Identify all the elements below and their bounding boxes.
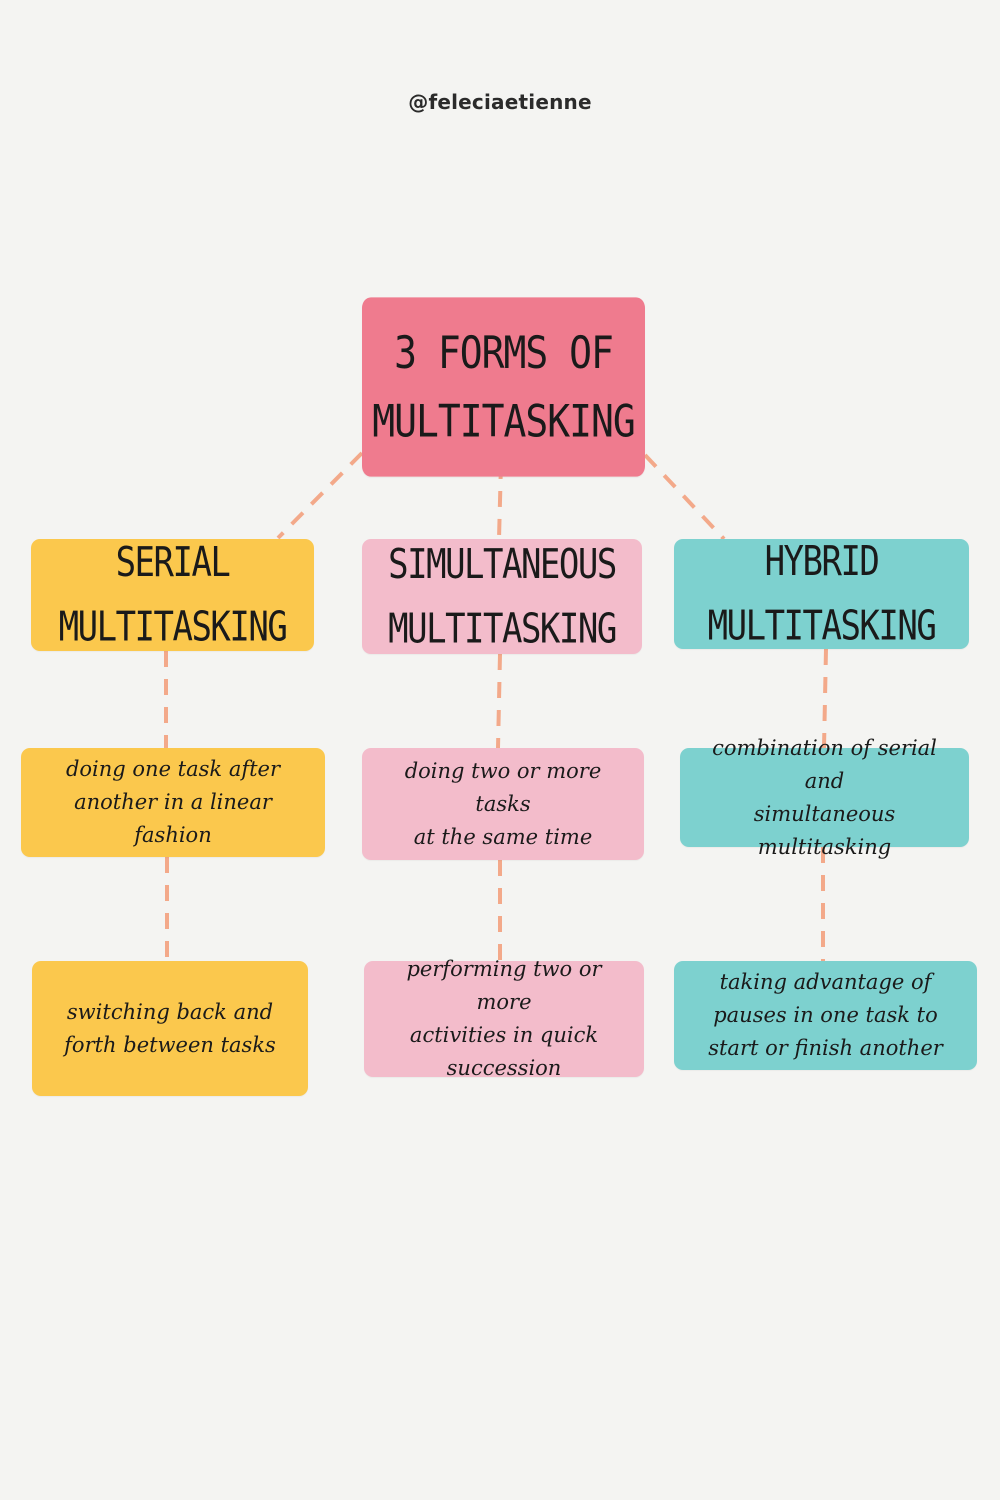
title-text: 3 FORMS OF MULTITASKING (372, 326, 636, 448)
hybrid-heading-text: HYBRID MULTITASKING (707, 537, 937, 651)
hybrid-heading-box: HYBRID MULTITASKING (674, 538, 969, 650)
connector-title-hybrid (643, 453, 726, 541)
serial-heading-box: SERIAL MULTITASKING (31, 539, 314, 651)
serial-item-2-text: switching back and forth between tasks (64, 999, 276, 1057)
serial-item-1-box: doing one task after another in a linear… (21, 748, 325, 857)
simultaneous-item-1-box: doing two or more tasks at the same time (362, 748, 644, 860)
connector-title-serial (276, 451, 364, 540)
author-handle: @feleciaetienne (408, 90, 592, 114)
hybrid-item-2-box: taking advantage of pauses in one task t… (674, 961, 977, 1070)
simultaneous-item-2-text: performing two or more activities in qui… (406, 957, 602, 1080)
title-box: 3 FORMS OF MULTITASKING (362, 297, 645, 477)
hybrid-item-2-text: taking advantage of pauses in one task t… (708, 970, 943, 1060)
simultaneous-heading-box: SIMULTANEOUS MULTITASKING (362, 539, 642, 654)
simultaneous-item-1-text: doing two or more tasks at the same time (404, 758, 602, 849)
serial-heading-text: SERIAL MULTITASKING (58, 538, 288, 652)
hybrid-item-1-box: combination of serial and simultaneous m… (680, 736, 969, 859)
hybrid-item-1-text: combination of serial and simultaneous m… (712, 735, 937, 859)
simultaneous-item-2-box: performing two or more activities in qui… (364, 957, 644, 1080)
connector-simultaneous-item1 (496, 653, 502, 749)
simultaneous-heading-text: SIMULTANEOUS MULTITASKING (388, 540, 617, 653)
serial-item-1-text: doing one task after another in a linear… (65, 757, 281, 847)
serial-item-2-box: switching back and forth between tasks (32, 961, 308, 1096)
